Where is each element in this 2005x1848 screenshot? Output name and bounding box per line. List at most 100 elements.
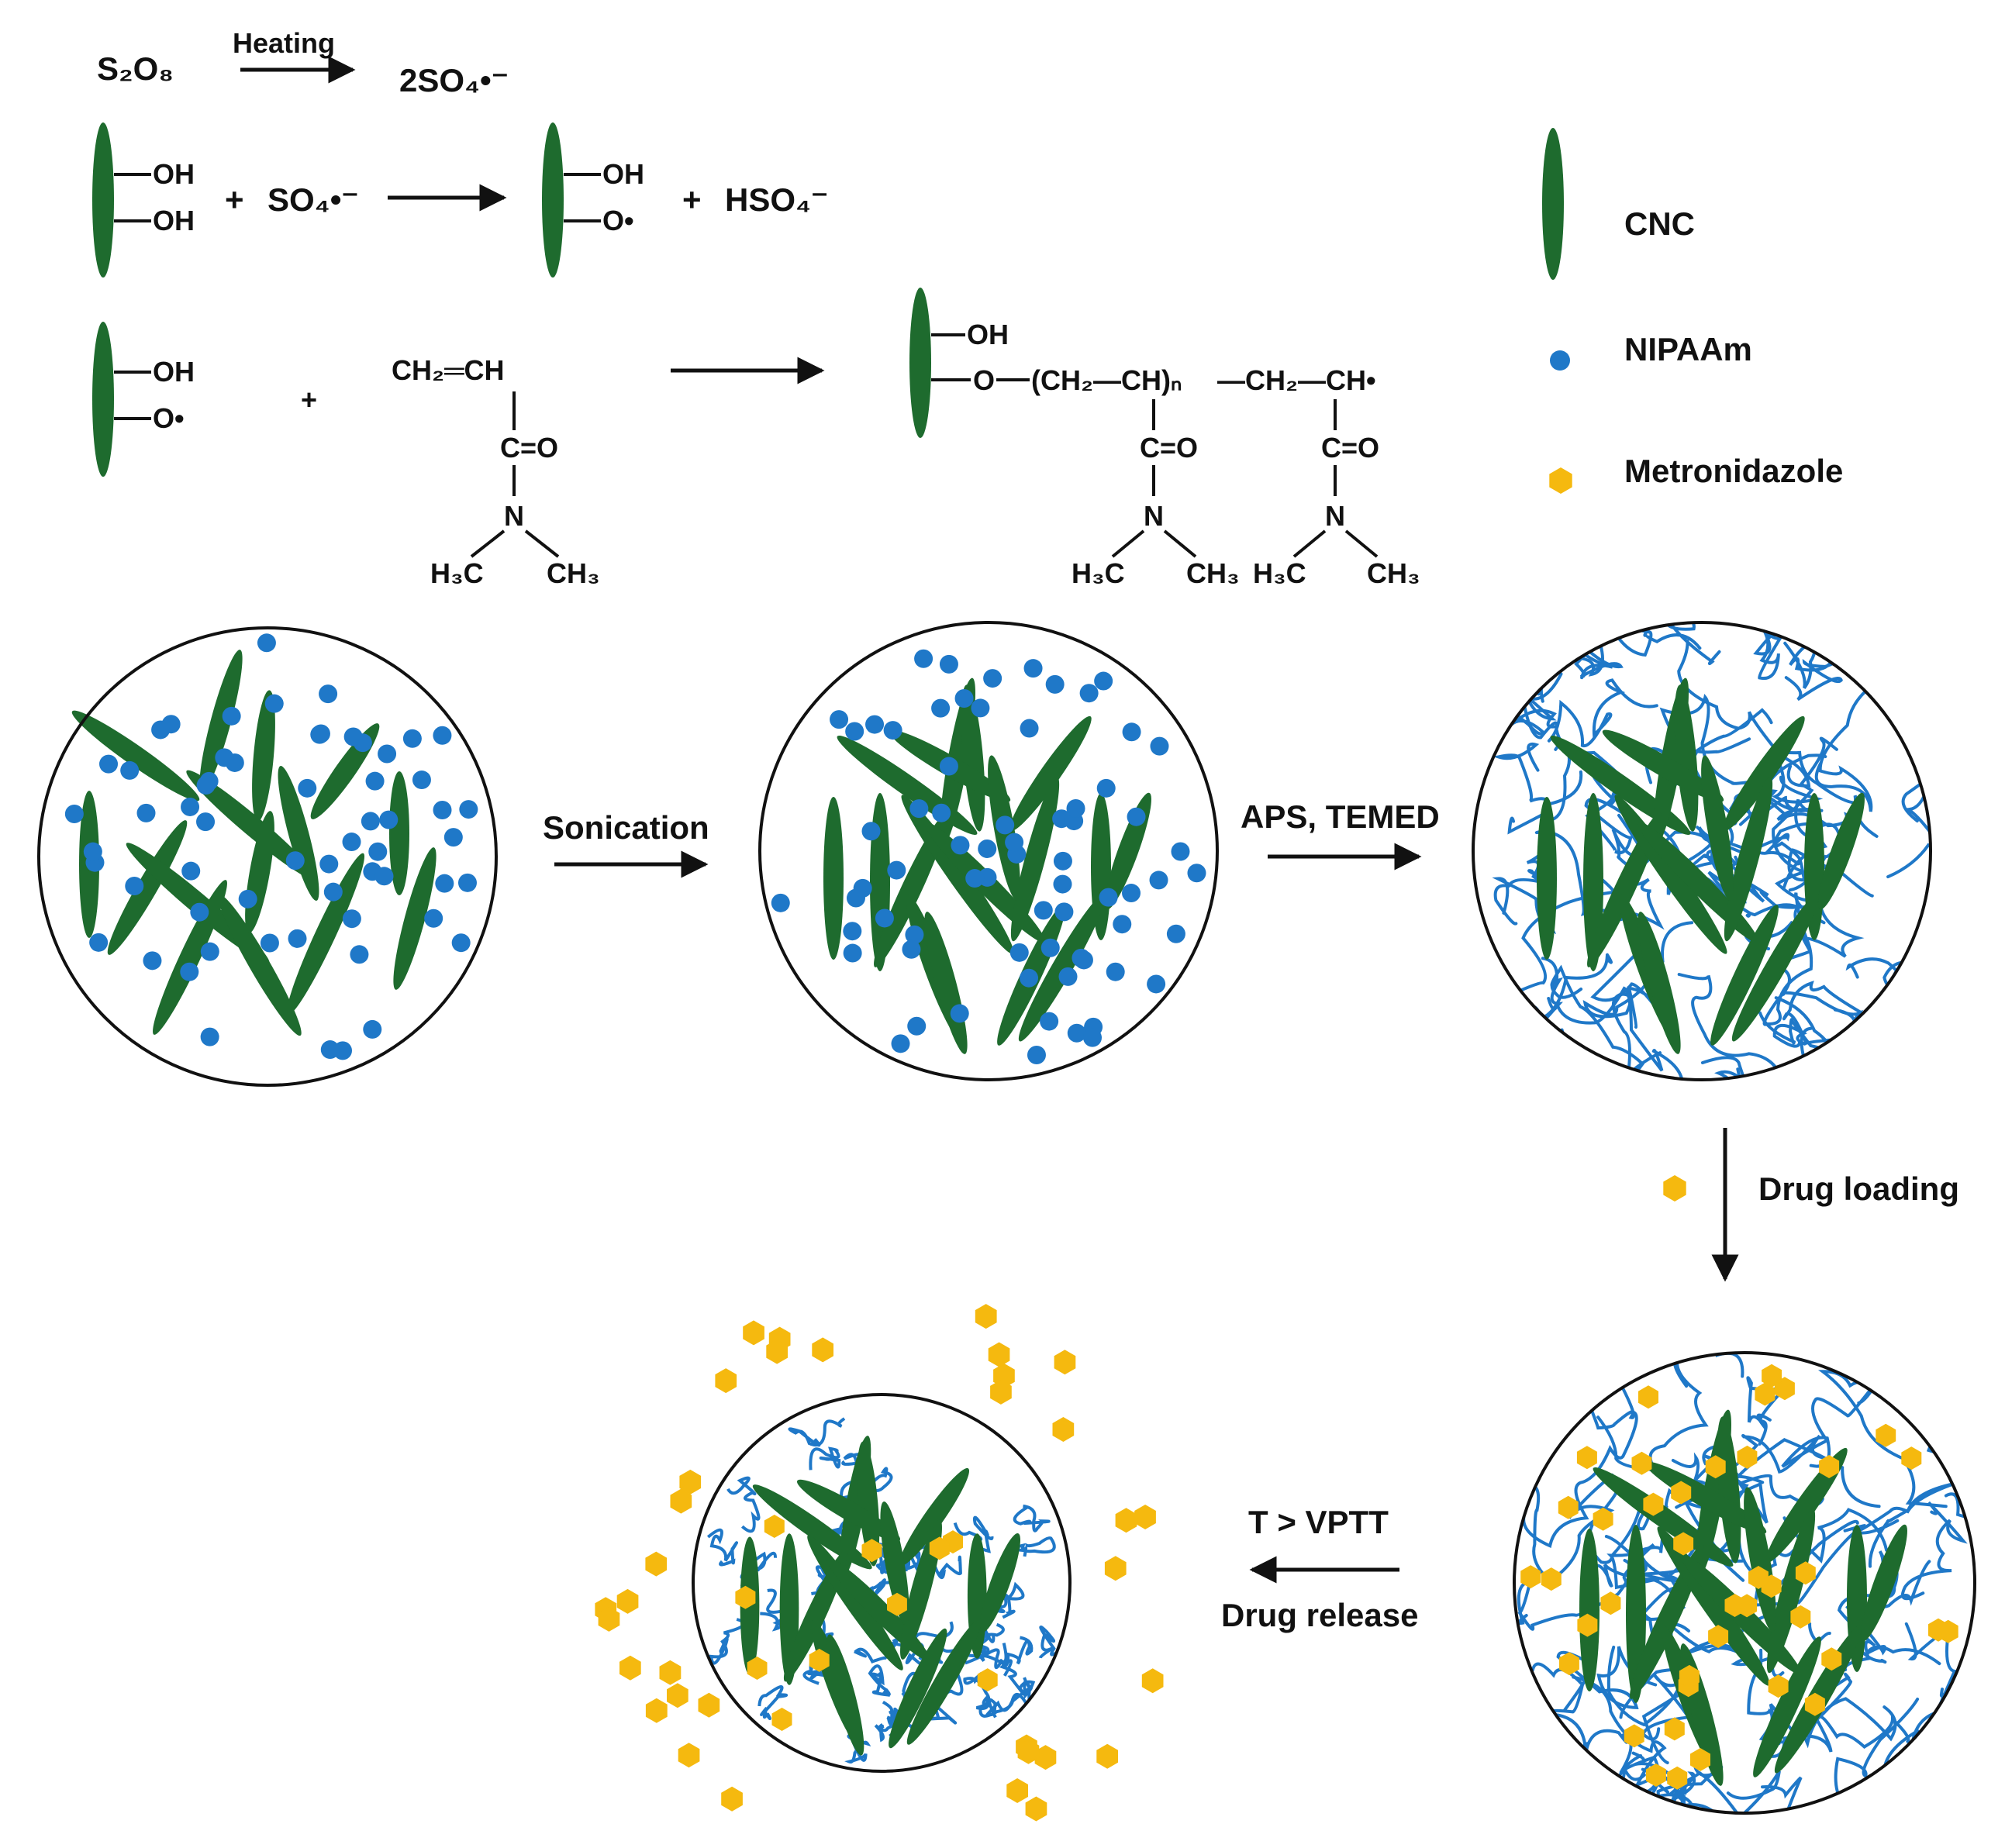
cnc-rod [1753, 1636, 1821, 1777]
cnc-rod-product [542, 122, 564, 278]
methyl-text: H₃C [430, 557, 484, 589]
nipaam-monomer-dot [222, 706, 241, 726]
nipaam-monomer-dot [1066, 798, 1085, 818]
cnc-rod [1861, 1524, 1907, 1642]
metronidazole-particle [1901, 1446, 1922, 1470]
legend-metronidazole-icon [1549, 467, 1572, 494]
nipaam-monomer-dot [1067, 1023, 1086, 1043]
cnc-rod [252, 690, 275, 822]
nipaam-monomer-dot [1150, 736, 1169, 756]
released-drug-particles [595, 1304, 1164, 1822]
nipaam-monomer-dot [424, 908, 443, 928]
nipaam-monomer-dot [361, 812, 380, 831]
nipaam-monomer-dot [120, 760, 140, 780]
metronidazole-particle [861, 1539, 882, 1563]
cnc-rod [1818, 792, 1865, 910]
plus-sign: + [301, 384, 317, 415]
nipaam-monomer-dot [1171, 842, 1190, 861]
released-metronidazole-particle [1017, 1739, 1040, 1764]
cnc-rod [389, 771, 409, 895]
metronidazole-particle [1638, 1385, 1658, 1409]
released-metronidazole-particle [975, 1304, 997, 1329]
cnc-rod [1630, 1544, 1704, 1699]
cnc-rod-grafted [909, 288, 931, 438]
drug-loaded-hydrogel-circle [1513, 1351, 1976, 1815]
released-metronidazole-particle [645, 1698, 668, 1723]
nipaam-monomer-dot [1122, 722, 1141, 742]
metronidazole-particle [747, 1657, 768, 1680]
metronidazole-particle [1928, 1618, 1948, 1642]
sonicated-mixture-circle [758, 621, 1219, 1081]
released-metronidazole-particle [988, 1342, 1010, 1367]
nipaam-monomer-dot [378, 744, 397, 764]
released-metronidazole-particle [766, 1339, 788, 1364]
metronidazole-particle [1690, 1748, 1710, 1771]
nipaam-monomer-dot [1113, 915, 1132, 934]
nipaam-monomer-dot [342, 833, 361, 852]
cnc-rod [1717, 1416, 1741, 1564]
nipaam-monomer-dot [433, 800, 452, 819]
aps-temed-label: APS, TEMED [1241, 798, 1440, 835]
nipaam-monomer-dot [99, 754, 119, 774]
nipaam-monomer-dot [298, 778, 317, 798]
nipaam-monomer-dot [215, 748, 234, 767]
metronidazole-particle [1795, 1561, 1816, 1585]
nipaam-monomer-dot [951, 836, 970, 855]
cnc-nipaam-dispersion-circle [37, 626, 498, 1087]
nipaam-monomer-dot [907, 1016, 927, 1036]
nipaam-monomer-dot [443, 828, 463, 847]
nipaam-monomer-dot [843, 943, 862, 963]
nipaam-monomer-dot [457, 873, 477, 892]
metronidazole-particle [1558, 1652, 1579, 1676]
metronidazole-particle [1768, 1674, 1789, 1698]
released-metronidazole-particle [616, 1588, 639, 1614]
nipaam-monomer-dot [845, 722, 864, 741]
nipaam-monomer-dot [402, 729, 422, 748]
metronidazole-particle [887, 1592, 907, 1616]
cnc-rod [980, 1533, 1020, 1633]
metronidazole-particle [1804, 1692, 1825, 1716]
nipaam-monomer-dot [320, 1040, 340, 1060]
carbonyl-text: C=O [1140, 432, 1198, 464]
cnc-rod [1537, 797, 1557, 960]
plus-sign: + [682, 181, 702, 218]
cnc-rod [278, 766, 319, 901]
released-metronidazole-particle [670, 1488, 692, 1514]
metronidazole-particle [1667, 1766, 1688, 1790]
nipaam-monomer-dot [1005, 833, 1024, 852]
nipaam-monomer-dot [771, 893, 790, 912]
cnc-rod [199, 650, 243, 792]
nipaam-monomer-dot [1166, 924, 1185, 943]
ether-oxygen-text: O [973, 364, 995, 396]
nipaam-monomer-dot [1034, 901, 1053, 920]
particle-outline [692, 1393, 1072, 1773]
hydroxyl-text: OH [602, 158, 644, 190]
nipaam-monomer-dot [319, 854, 339, 874]
nipaam-monomer-dot [883, 721, 902, 740]
nipaam-monomer-dot [181, 861, 201, 881]
released-metronidazole-particle [1096, 1743, 1118, 1769]
nipaam-monomer-dot [433, 726, 452, 745]
cnc-rod [1701, 755, 1734, 901]
nipaam-monomer-dot [865, 715, 885, 734]
released-metronidazole-particle [678, 1743, 700, 1768]
nipaam-monomer-dot [909, 799, 929, 819]
nipaam-monomer-dot [319, 684, 338, 704]
released-metronidazole-particle [715, 1368, 737, 1394]
heating-label: Heating [233, 27, 335, 59]
nipaam-monomer-dot [288, 929, 307, 948]
sulfate-radical-product: 2SO₄•⁻ [399, 62, 509, 98]
metronidazole-particle [1600, 1591, 1621, 1615]
persulfate-text: S₂O₈ [97, 50, 174, 87]
cnc-rod [796, 1479, 901, 1542]
metronidazole-particle [1724, 1594, 1745, 1617]
cnc-rod [1614, 795, 1727, 954]
cnc-rod [1766, 1508, 1816, 1674]
metronidazole-particle [1593, 1507, 1613, 1531]
nipaam-monomer-dot [343, 727, 363, 746]
nipaam-monomer-dot [1083, 1028, 1103, 1047]
cnc-rod [1587, 812, 1662, 967]
methyl-text: H₃C [1072, 557, 1125, 589]
metronidazole-particle [1755, 1382, 1776, 1406]
